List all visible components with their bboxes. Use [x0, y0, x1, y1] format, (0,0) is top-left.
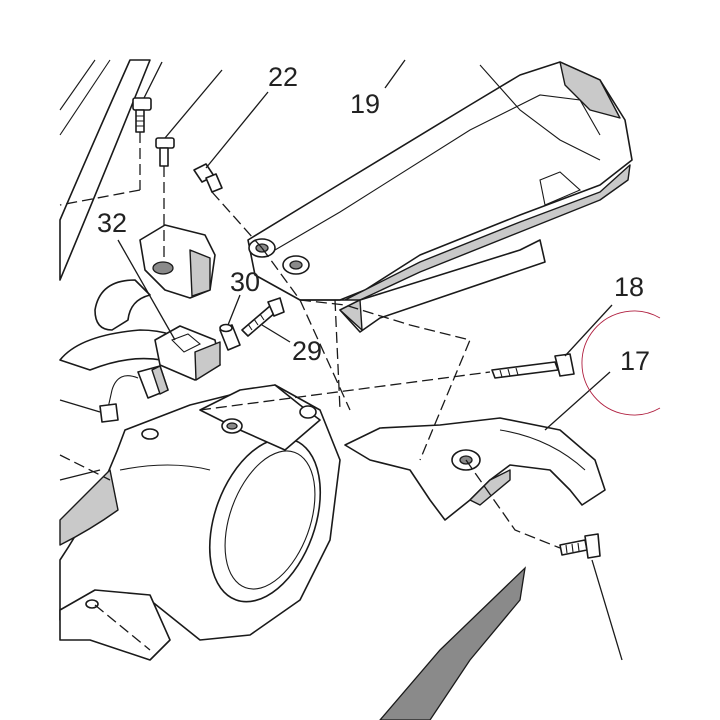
- part-18-bolt: [491, 353, 575, 379]
- part-19-upper-bracket: [247, 61, 633, 301]
- callout-19: 19: [350, 89, 380, 119]
- upper-mount-block: [139, 224, 216, 299]
- part-19-rail: [339, 239, 546, 333]
- callout-29: 29: [292, 336, 322, 366]
- callout-30: 30: [230, 267, 260, 297]
- part-32-spacer-block: [154, 325, 221, 381]
- part-30-bushing: [219, 323, 241, 351]
- part-29-bolt: [241, 297, 285, 337]
- bottom-right-panel: [379, 566, 526, 720]
- assembly-dashed-lines: [59, 132, 561, 651]
- highlight-ring: [581, 310, 661, 416]
- callout-32: 32: [97, 208, 127, 238]
- upper-bolts: [132, 97, 223, 193]
- callout-17: 17: [620, 346, 650, 376]
- left-fairing-edge: [59, 59, 151, 281]
- callout-18: 18: [614, 272, 644, 302]
- lower-right-screw: [559, 533, 601, 559]
- part-17-cover: [344, 417, 606, 521]
- leader-lines: [59, 59, 623, 661]
- callout-22: 22: [268, 62, 298, 92]
- lower-housing: [59, 384, 341, 661]
- connector-with-wire: [99, 365, 169, 423]
